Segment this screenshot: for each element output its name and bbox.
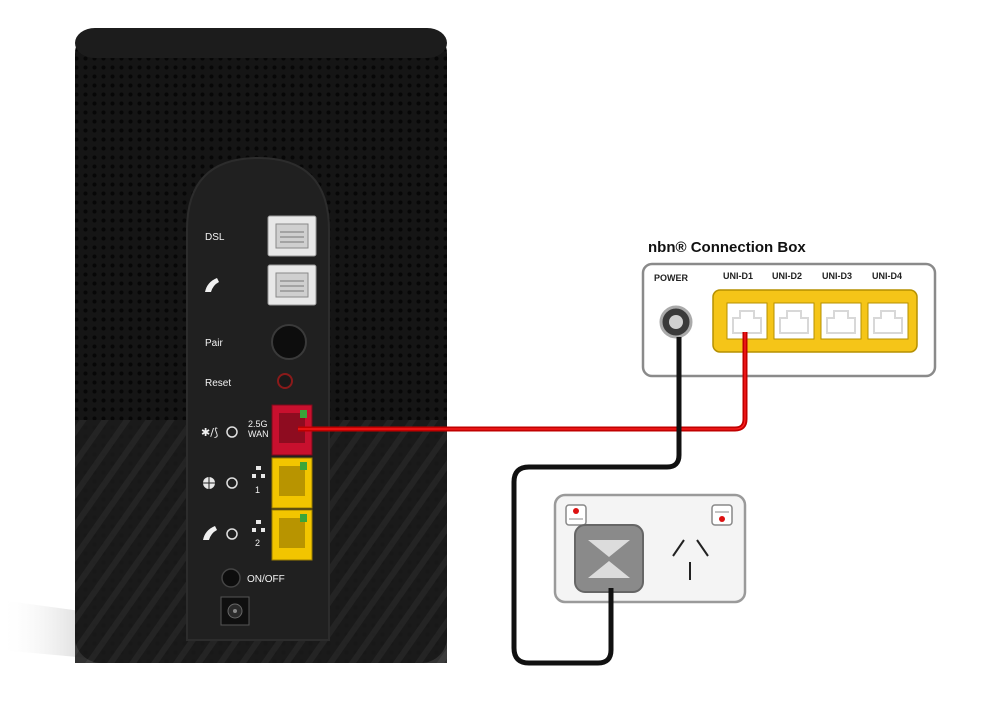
uni-d1-port[interactable] (726, 302, 768, 340)
pair-button[interactable] (271, 324, 307, 360)
outlet-switch-right[interactable] (711, 504, 733, 526)
lan1-port[interactable] (271, 457, 313, 509)
uni-d2-label: UNI-D2 (772, 271, 803, 281)
status-led (226, 426, 238, 438)
bluetooth-wifi-icon: ✱/⟆ (201, 426, 218, 439)
dsl-label: DSL (205, 232, 225, 243)
lan1-label: 1 (255, 485, 261, 495)
reset-label: Reset (205, 378, 232, 389)
status-led (226, 477, 238, 489)
wan-speed-label: 2.5G (248, 419, 268, 429)
phone-icon (203, 526, 217, 540)
dc-power-jack[interactable] (220, 596, 250, 626)
uni-d3-port[interactable] (820, 302, 862, 340)
wall-power-outlet (553, 493, 747, 604)
socket-pin (696, 539, 709, 557)
uni-d3-label: UNI-D3 (822, 271, 853, 281)
uni-d2-port[interactable] (773, 302, 815, 340)
status-led (226, 528, 238, 540)
uni-d4-label: UNI-D4 (872, 271, 903, 281)
ethernet-cable (298, 332, 746, 430)
phone-port[interactable] (267, 264, 317, 306)
power-port-label: POWER (654, 273, 689, 283)
power-cable (511, 337, 682, 666)
reset-button[interactable] (277, 373, 293, 389)
router: ✱/⟆ (75, 28, 447, 663)
pair-label: Pair (205, 338, 223, 349)
power-button[interactable] (221, 568, 241, 588)
socket-pin (672, 539, 685, 557)
dsl-port[interactable] (267, 215, 317, 257)
wan-label: WAN (248, 429, 269, 439)
lan2-port[interactable] (271, 509, 313, 561)
network-icon (252, 466, 265, 478)
nbn-connection-box (641, 262, 937, 378)
onoff-label: ON/OFF (247, 574, 285, 585)
uni-d1-label: UNI-D1 (723, 271, 754, 281)
lan2-label: 2 (255, 538, 261, 548)
outlet-switch-left[interactable] (565, 504, 587, 526)
nbn-box-title: nbn® Connection Box (648, 239, 806, 256)
power-plug (574, 524, 644, 593)
network-icon (252, 520, 265, 532)
uni-d4-port[interactable] (867, 302, 909, 340)
phone-icon (205, 278, 219, 292)
